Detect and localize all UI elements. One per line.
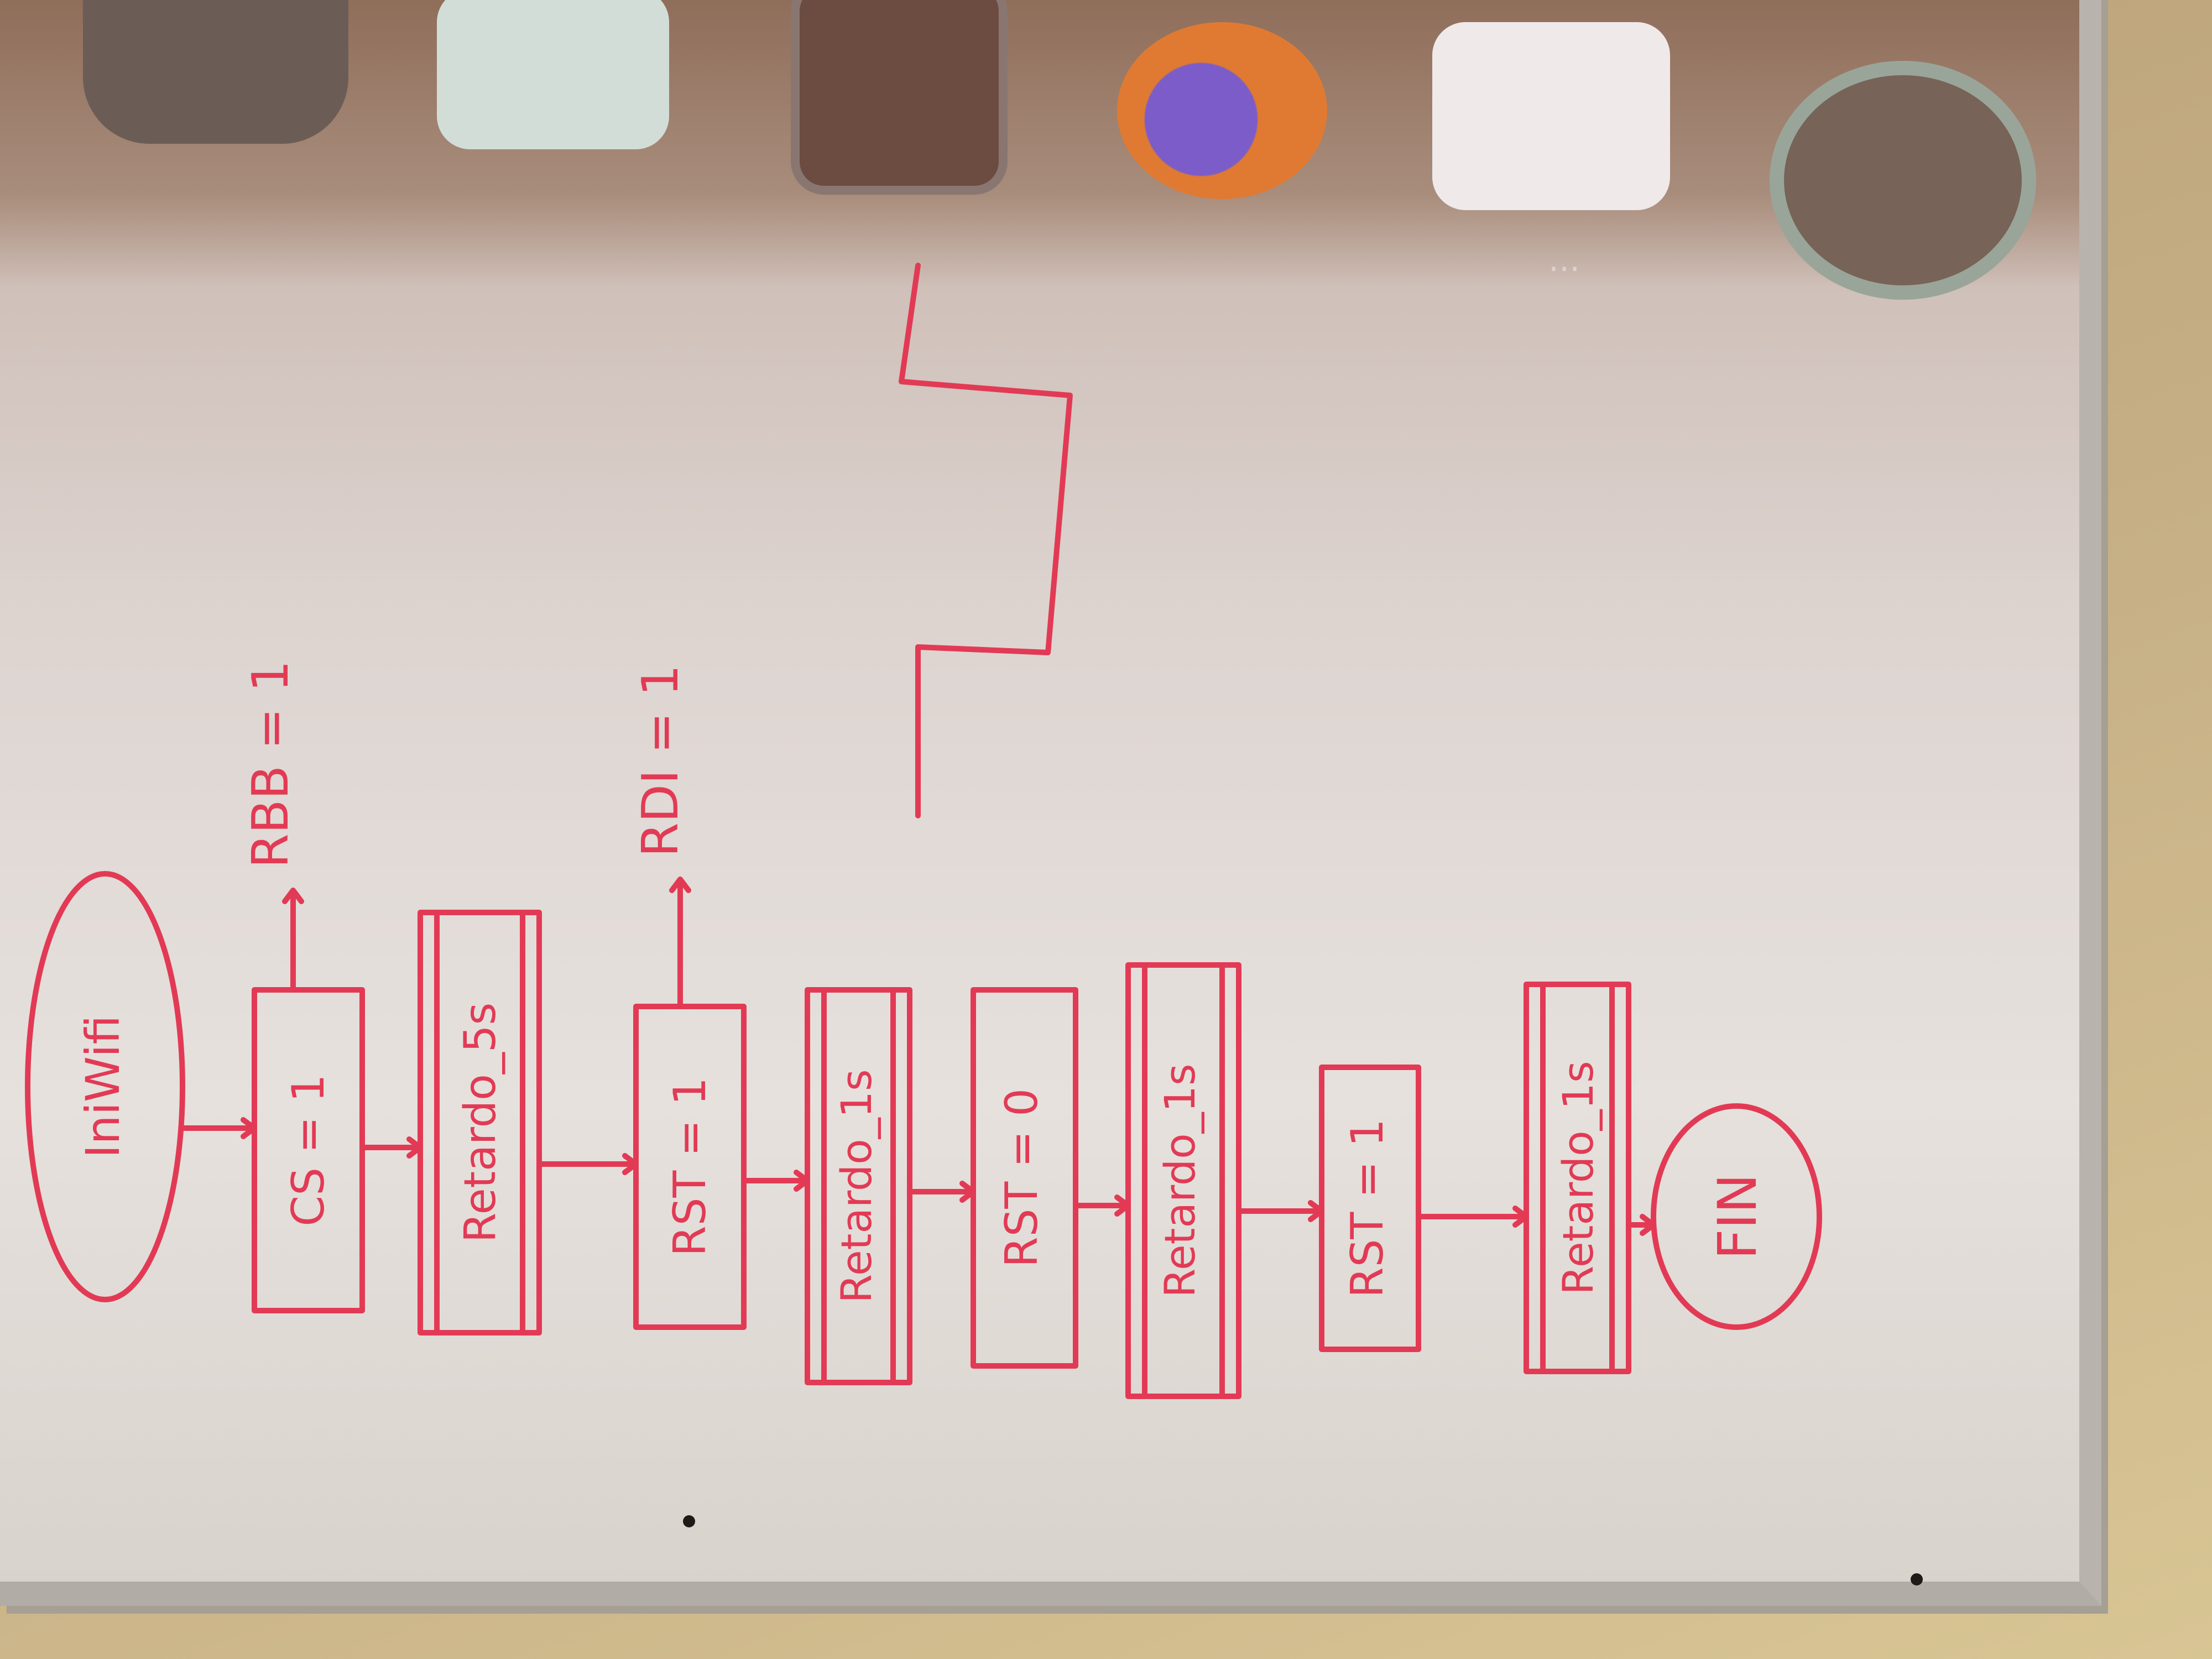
step-label-4: Retardo_1s [832, 1069, 881, 1303]
step-box-1: CS = 1 [252, 987, 365, 1313]
step-label-8: Retardo_1s [1553, 1061, 1603, 1295]
flow-connectors [180, 1117, 1656, 1236]
step-box-4: Retardo_1s [805, 987, 912, 1385]
step-box-7: RST = 1 [1319, 1065, 1421, 1352]
note-label-1: RBB = 1 [242, 660, 300, 868]
step-label-6: Retardo_1s [1155, 1063, 1204, 1297]
terminal-icon[interactable] [791, 0, 1008, 195]
step-box-3: RST = 1 [633, 1004, 747, 1330]
mplab-x-ide-icon[interactable] [83, 0, 348, 144]
start-label: IniWifi [76, 1015, 130, 1159]
board-mounting-screw [1911, 1573, 1923, 1585]
step-label-7: RST = 1 [1342, 1119, 1393, 1298]
step-box-6: Retardo_1s [1125, 962, 1241, 1399]
pdf-reader-icon[interactable] [1432, 22, 1670, 210]
note-label-2: RDI = 1 [632, 665, 690, 857]
square-pulse-waveform [899, 263, 1073, 818]
step-box-5: RST = 0 [971, 987, 1078, 1369]
circuit-schematic-icon[interactable] [437, 0, 669, 149]
note-connector-1 [282, 888, 304, 993]
step-label-1: CS = 1 [283, 1074, 334, 1226]
firefox-icon[interactable] [1117, 22, 1327, 199]
note-connector-2 [669, 877, 691, 1009]
step-label-5: RST = 0 [996, 1088, 1047, 1267]
end-label: FIN [1707, 1173, 1768, 1259]
step-box-8: Retardo_1s [1524, 982, 1631, 1374]
end-terminal-shape [1651, 1103, 1822, 1330]
step-box-2: Retardo_5s [418, 910, 542, 1335]
start-terminal-shape [25, 871, 185, 1302]
step-label-2: Retardo_5s [456, 1003, 505, 1243]
step-label-3: RST = 1 [664, 1077, 716, 1256]
board-mounting-screw [683, 1515, 695, 1527]
